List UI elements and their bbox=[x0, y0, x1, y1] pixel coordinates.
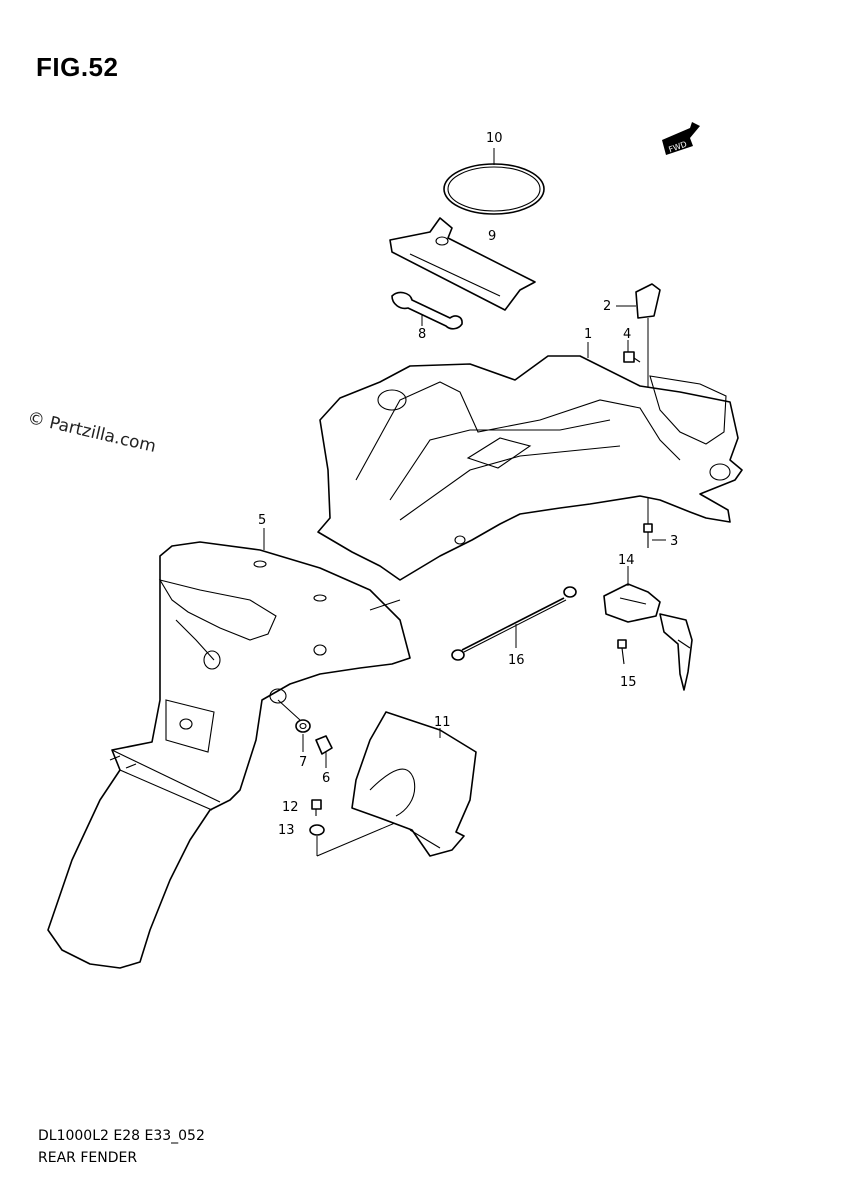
callout-2: 2 bbox=[603, 299, 611, 314]
callout-3-right: 3 bbox=[670, 534, 678, 549]
figure-title: FIG.52 bbox=[36, 52, 119, 82]
diagram-name: REAR FENDER bbox=[38, 1150, 138, 1166]
callout-1: 1 bbox=[584, 327, 592, 342]
callout-16: 16 bbox=[508, 653, 525, 668]
diagram-code: DL1000L2 E28 E33_052 bbox=[38, 1128, 205, 1144]
part-13-washer bbox=[309, 819, 403, 857]
callout-12: 12 bbox=[282, 800, 299, 815]
callout-11: 11 bbox=[434, 715, 451, 730]
callout-14: 14 bbox=[618, 553, 635, 568]
callout-8: 8 bbox=[418, 327, 426, 342]
callout-13: 13 bbox=[278, 823, 295, 838]
callout-7: 7 bbox=[299, 755, 307, 770]
part-11-inner-fender bbox=[351, 711, 477, 857]
part-6-bolt bbox=[315, 735, 333, 768]
callout-10: 10 bbox=[486, 131, 503, 146]
fwd-arrow-icon: FWD bbox=[662, 122, 700, 155]
callout-labels: 10 9 8 2 1 4 3 5 14 15 16 11 7 6 12 13 bbox=[258, 131, 678, 838]
part-5-rear-fender bbox=[47, 528, 411, 969]
part-10-oring bbox=[443, 148, 545, 215]
callout-15: 15 bbox=[620, 675, 637, 690]
callout-4: 4 bbox=[623, 327, 631, 342]
callout-9: 9 bbox=[488, 229, 496, 244]
callout-6: 6 bbox=[322, 771, 330, 786]
part-15-screw bbox=[617, 639, 627, 665]
part-1-rear-tray bbox=[317, 342, 743, 581]
part-12-screw bbox=[311, 799, 322, 816]
part-14-seat-lock bbox=[603, 566, 693, 691]
part-3-screw bbox=[643, 523, 666, 548]
part-9-tool-bag bbox=[389, 217, 536, 311]
part-16-cable bbox=[451, 586, 577, 661]
callout-5: 5 bbox=[258, 513, 266, 528]
part-4-bolt bbox=[623, 340, 641, 363]
part-8-wrench bbox=[391, 291, 463, 330]
part-7-washer bbox=[277, 699, 311, 752]
